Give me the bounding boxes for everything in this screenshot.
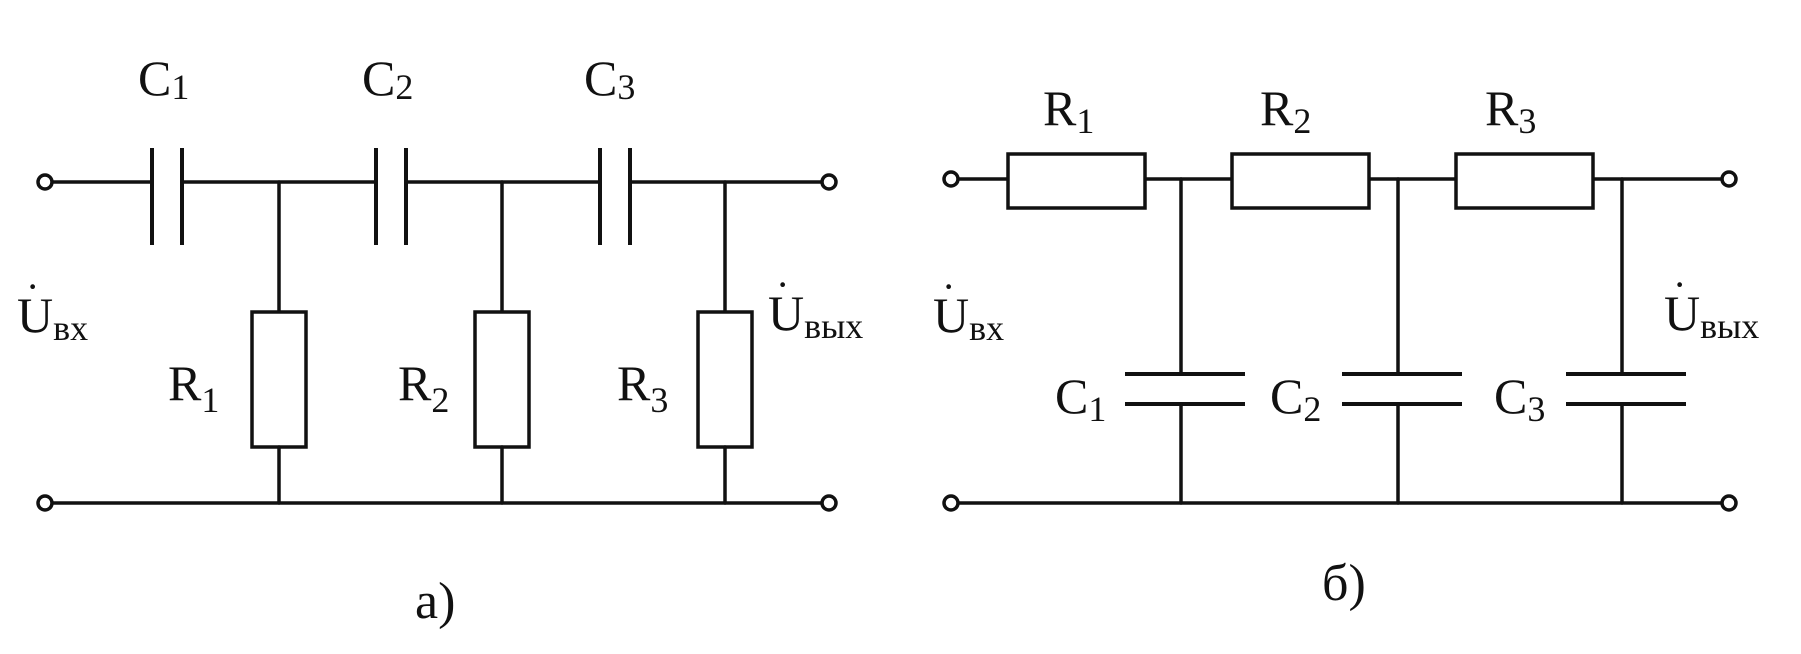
circuit-a-resistor-r3 [696,180,754,505]
svg-text:Uвх: Uвх [933,287,1004,348]
circuit-a-output-voltage-dot: · [776,262,789,307]
circuit-a-capacitor-c1 [150,148,184,245]
circuit-b-label-c1: C1 [1055,368,1106,429]
circuit-a-label-c1: C1 [138,50,189,107]
circuit-b-resistor-r3 [1454,152,1595,210]
svg-text:Uвых: Uвых [1664,285,1759,346]
circuit-b-caption: б) [1322,555,1366,612]
circuit-b-resistor-r2 [1230,152,1371,210]
circuit-a-input-terminal-bottom [36,494,54,512]
circuit-a-resistor-r1 [250,180,308,505]
circuit-a-label-r3: R3 [617,355,668,420]
circuit-a-resistor-r2 [473,180,531,505]
circuit-a-output-voltage-label: · Uвых [768,262,863,346]
circuit-b-input-terminal-bottom [942,494,960,512]
circuit-b-output-voltage-dot: · [1673,262,1686,307]
circuit-b-label-r2: R2 [1260,80,1311,141]
circuit-b-label-c3: C3 [1494,368,1545,429]
circuit-b-capacitor-c3 [1566,177,1686,505]
circuit-b-input-voltage-label: · Uвх [933,264,1004,348]
circuit-a: C1 C2 C3 R1 R2 R3 · Uвх · Uвых [17,50,863,630]
circuit-b-capacitor-c2 [1342,177,1462,505]
circuit-b-resistor-r1 [1006,152,1147,210]
circuit-a-capacitor-c3 [598,148,632,245]
circuit-b-output-terminal-bottom [1720,494,1738,512]
circuit-a-label-c3: C3 [584,50,635,107]
svg-text:Uвх: Uвх [17,287,88,348]
circuit-b-output-terminal-top [1720,170,1738,188]
circuit-a-capacitor-c2 [374,148,408,245]
circuit-a-label-r1: R1 [168,355,219,420]
circuit-b-capacitor-c1 [1125,177,1245,505]
svg-text:Uвых: Uвых [768,285,863,346]
circuit-a-input-voltage-label: · Uвх [17,264,88,348]
circuit-a-input-terminal-top [36,173,54,191]
circuit-b: R1 R2 R3 C1 C2 C3 · Uвх · Uвых [933,80,1759,612]
circuit-a-label-c2: C2 [362,50,413,107]
circuit-a-output-terminal-top [820,173,838,191]
circuit-a-input-voltage-dot: · [26,264,39,309]
circuit-b-label-c2: C2 [1270,368,1321,429]
circuit-b-input-terminal-top [942,170,960,188]
circuit-b-output-voltage-label: · Uвых [1664,262,1759,346]
circuit-b-label-r1: R1 [1043,80,1094,141]
circuit-a-output-terminal-bottom [820,494,838,512]
circuit-a-label-r2: R2 [398,355,449,420]
circuit-b-input-voltage-dot: · [942,264,955,309]
circuit-b-label-r3: R3 [1485,80,1536,141]
circuit-a-caption: а) [415,573,455,630]
